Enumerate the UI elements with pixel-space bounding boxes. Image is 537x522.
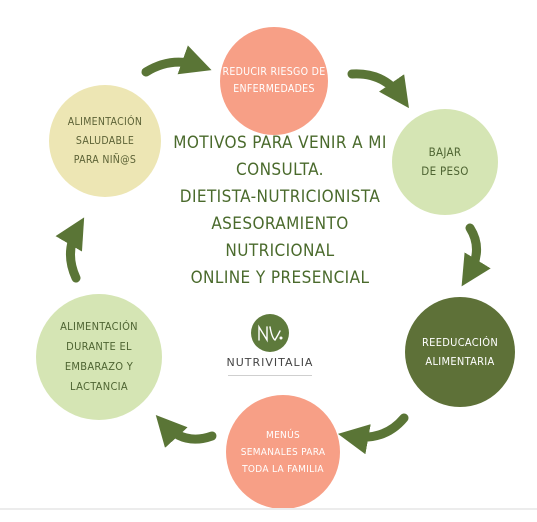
arrow-reeducacion-to-menus [337,413,409,455]
node-ninos: ALIMENTACIÓN SALUDABLE PARA NIÑ@S [49,85,161,197]
brand-name: NUTRIVITALIA [226,356,314,369]
node-ninos-label: ALIMENTACIÓN SALUDABLE PARA NIÑ@S [67,115,143,166]
node-reeducacion-label: REEDUCACIÓN ALIMENTARIA [421,336,499,368]
node-menus-label: MENÚS SEMANALES PARA TODA LA FAMILIA [240,429,326,475]
arrow-menus-to-embarazo [155,414,217,448]
node-bajar-label: BAJAR DE PESO [421,145,469,178]
arrow-ninos-to-reducir [141,45,212,77]
node-bajar-peso: BAJAR DE PESO [392,109,498,215]
node-embarazo: ALIMENTACIÓN DURANTE EL EMBARAZO Y LACTA… [36,294,162,420]
bottom-divider [0,508,537,510]
arrow-reducir-to-bajar [347,69,409,109]
nutrivitalia-logo-icon [251,314,289,352]
node-reducir-riesgo: REDUCIR RIESGO DE ENFERMEDADES [220,27,328,135]
center-title: MOTIVOS PARA VENIR A MI CONSULTA. DIETIS… [173,133,387,288]
arrow-embarazo-to-ninos [55,217,85,283]
arrow-bajar-to-reeducacion [461,223,491,287]
brand-underline [228,375,312,376]
monogram-icon [258,324,283,343]
node-embarazo-label: ALIMENTACIÓN DURANTE EL EMBARAZO Y LACTA… [60,320,138,393]
node-reeducacion: REEDUCACIÓN ALIMENTARIA [405,297,515,407]
node-reducir-label: REDUCIR RIESGO DE ENFERMEDADES [222,66,326,95]
node-menus: MENÚS SEMANALES PARA TODA LA FAMILIA [226,395,340,509]
